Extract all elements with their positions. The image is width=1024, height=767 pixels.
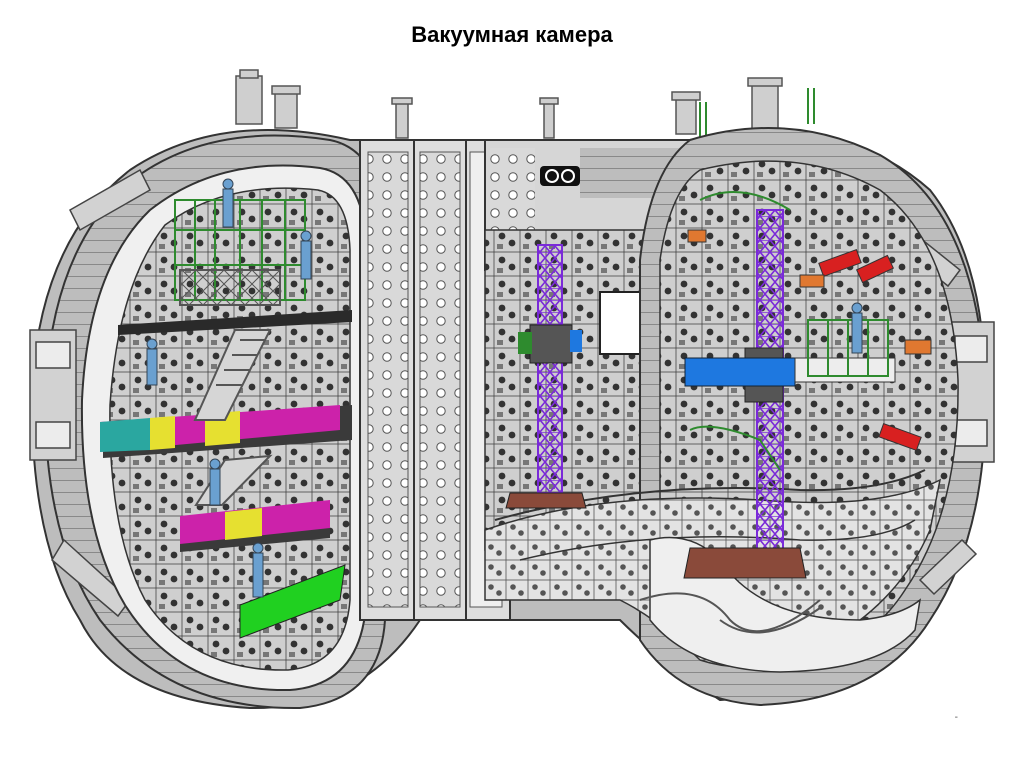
right-worker — [851, 302, 863, 354]
tower-icon — [683, 209, 896, 579]
green-pipes-top — [699, 88, 815, 138]
tower-icon — [505, 244, 587, 509]
left-flanges — [29, 168, 151, 618]
worker-figure-icon — [252, 542, 264, 598]
slide-title: Вакуумная камера — [411, 22, 613, 47]
top-ports — [235, 69, 783, 139]
worker-figure-icon — [222, 178, 234, 228]
worker-figure-icon — [209, 458, 221, 506]
page-mark: - — [954, 712, 958, 723]
right-parts — [687, 229, 932, 452]
left-workers — [146, 178, 312, 598]
worker-figure-icon — [851, 302, 863, 354]
bottom-rails — [639, 592, 821, 634]
left-scaffolding — [174, 199, 306, 306]
left-platform-decks — [100, 310, 352, 639]
worker-figure-icon — [146, 338, 158, 386]
worker-figure-icon — [300, 230, 312, 280]
right-scaffolding — [689, 191, 889, 471]
vacuum-chamber-illustration — [0, 60, 1024, 760]
